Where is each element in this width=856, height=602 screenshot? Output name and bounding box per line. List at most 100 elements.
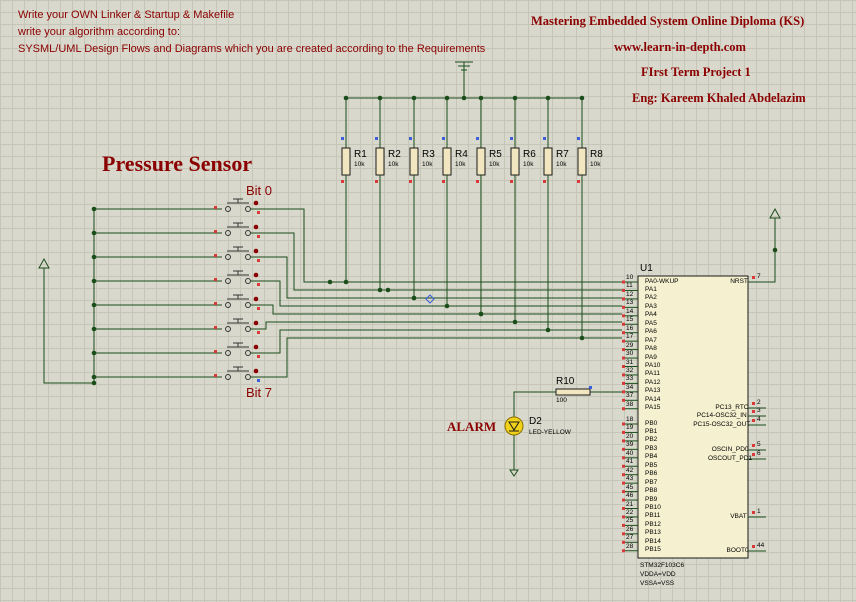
- requirement-line-2: write your algorithm according to:: [18, 26, 181, 38]
- resistor-r5: [476, 147, 486, 176]
- mcu-pin-name: BOOT0: [726, 546, 749, 554]
- button-to-mcu-wire: [262, 208, 622, 283]
- mcu-pin-number: 7: [757, 273, 761, 280]
- mcu-pin-number: 14: [626, 307, 634, 315]
- mcu-pin-name: PB2: [645, 436, 658, 444]
- pin-marker: [257, 379, 260, 382]
- mcu-pin-name: PA8: [645, 345, 657, 353]
- pin-marker-blue: [375, 137, 378, 140]
- mcu-pin-name: NRST: [730, 277, 748, 285]
- pin-marker-red: [476, 180, 479, 183]
- pin-marker-red: [214, 254, 217, 257]
- button-contact: [225, 302, 231, 308]
- pin-marker-red: [622, 348, 625, 352]
- mcu-pin-number: 34: [626, 383, 634, 391]
- button-to-mcu-wire: [262, 329, 622, 354]
- led-ref: D2: [529, 416, 542, 427]
- button-contact: [245, 326, 251, 332]
- led-anode-wire: [513, 391, 556, 418]
- mcu-pin-name: PA13: [645, 387, 661, 395]
- mcu-pin-number: 17: [626, 333, 634, 341]
- junction-dot: [411, 295, 417, 301]
- mcu-pin-name: PB8: [645, 487, 658, 495]
- power-arrow-left: [38, 257, 50, 269]
- mcu-pin-name: PA3: [645, 302, 657, 310]
- requirement-line-1: Write your OWN Linker & Startup & Makefi…: [18, 9, 235, 21]
- mcu-pin-name: PB5: [645, 461, 658, 469]
- resistor-ref: R2: [388, 149, 401, 160]
- resistor-r3: [409, 147, 419, 176]
- mcu-pin-number: 19: [626, 424, 634, 432]
- junction-dot: [91, 230, 97, 236]
- resistor-value: 10k: [388, 161, 399, 168]
- pin-marker-red: [622, 422, 625, 426]
- button-contact: [245, 374, 251, 380]
- mcu-body: [637, 275, 749, 559]
- pin-marker-red: [622, 390, 625, 394]
- led-diode-symbol: [508, 421, 520, 431]
- mcu-pin-number: 25: [626, 517, 634, 525]
- resistor-value: 10k: [354, 161, 365, 168]
- led-type: LED-YELLOW: [529, 429, 571, 436]
- mcu-pin-number: 46: [626, 492, 634, 500]
- mcu-pin-name: PB13: [645, 529, 661, 537]
- resistor-ref: R1: [354, 149, 367, 160]
- pin-marker-red: [214, 302, 217, 305]
- pin-marker: [257, 235, 260, 238]
- pin-marker: [257, 259, 260, 262]
- pin-marker-red: [752, 402, 755, 405]
- pin-marker-red: [622, 339, 625, 343]
- resistor-value: 10k: [422, 161, 433, 168]
- led-body: [504, 416, 524, 436]
- mcu-pin-name: PB4: [645, 453, 658, 461]
- pin-marker-red: [577, 180, 580, 183]
- mcu-pin-name: PB15: [645, 546, 661, 554]
- pin-marker-red: [510, 180, 513, 183]
- junction-dot: [772, 247, 778, 253]
- sensor-title: Pressure Sensor: [102, 151, 253, 176]
- pin-marker-red: [375, 180, 378, 183]
- button-contact: [225, 254, 231, 260]
- mcu-power-1: VDDA=VDD: [640, 571, 676, 578]
- pin-marker-red: [622, 481, 625, 485]
- alarm-label: ALARM: [447, 419, 497, 434]
- pin-marker: [257, 283, 260, 286]
- button-contact: [245, 230, 251, 236]
- button-state-led: [253, 272, 259, 278]
- mcu-pin-name: PB14: [645, 537, 661, 545]
- pin-marker-red: [622, 381, 625, 385]
- pin-marker-red: [752, 545, 755, 548]
- pin-marker-red: [622, 549, 625, 553]
- button-contact: [245, 254, 251, 260]
- mcu-pin-name: PA6: [645, 328, 657, 336]
- probe-marker: [425, 294, 435, 304]
- resistor-value: 10k: [590, 161, 601, 168]
- mcu-pin-name: PB0: [645, 419, 658, 427]
- mcu-pin-name: PA2: [645, 294, 657, 302]
- mcu-pin-name: PA10: [645, 362, 661, 369]
- mcu-pin-number: 38: [626, 400, 634, 408]
- resistor-r7: [543, 147, 553, 176]
- mcu-pin-name: PB11: [645, 512, 661, 520]
- pin-marker-red: [752, 444, 755, 447]
- resistor-ref: R8: [590, 149, 603, 160]
- mcu-pin-number: 44: [757, 542, 765, 549]
- pin-marker-red: [442, 180, 445, 183]
- mcu-pin-number: 28: [626, 542, 634, 550]
- mcu-pin-name: OSCIN_PD0: [711, 445, 749, 453]
- pin-marker: [257, 355, 260, 358]
- mcu-pin-number: 27: [626, 534, 634, 542]
- mcu-pin-name: PC15-OSC32_OUT: [693, 420, 751, 428]
- pin-marker-red: [622, 356, 625, 360]
- button-to-mcu-wire: [262, 280, 622, 307]
- button-contact: [245, 350, 251, 356]
- mcu-pin-number: 22: [626, 508, 634, 516]
- button-to-mcu-wire: [262, 304, 622, 315]
- junction-dot: [91, 302, 97, 308]
- pin-marker-red: [622, 331, 625, 335]
- mcu-pin-number: 32: [626, 366, 634, 374]
- mcu-pin-number: 31: [626, 358, 634, 366]
- resistor-r2: [375, 147, 385, 176]
